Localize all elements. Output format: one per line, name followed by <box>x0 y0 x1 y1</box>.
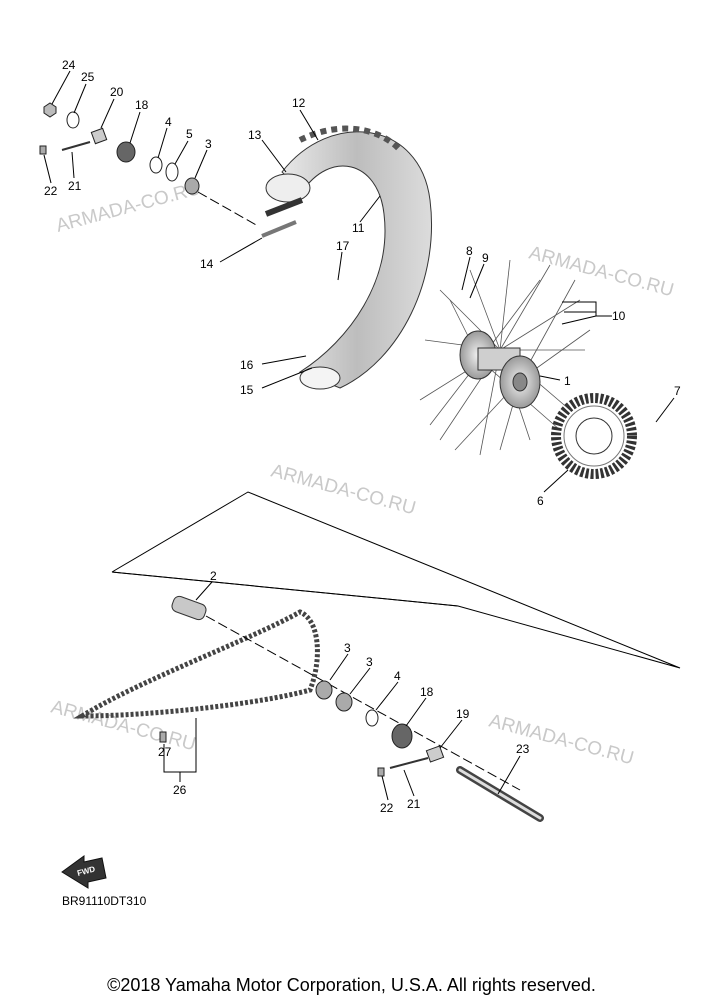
small-parts-upper <box>39 102 259 227</box>
callout-15: 15 <box>240 383 254 397</box>
callout-24: 24 <box>62 58 76 72</box>
watermark-2: ARMADA-CO.RU <box>527 243 676 302</box>
callout-13: 13 <box>248 128 262 142</box>
callout-22-upper: 22 <box>44 184 58 198</box>
assembly-frame <box>111 491 681 669</box>
callout-17: 17 <box>336 239 350 253</box>
callout-4-upper: 4 <box>165 115 172 129</box>
callout-21-upper: 21 <box>68 179 82 193</box>
watermark-5: ARMADA-CO.RU <box>487 711 636 770</box>
callout-18-lower: 18 <box>420 685 434 699</box>
callout-3-lower-b: 3 <box>366 655 373 669</box>
callout-1: 1 <box>564 374 571 388</box>
callout-2: 2 <box>210 569 217 583</box>
callout-27: 27 <box>158 745 172 759</box>
callout-20: 20 <box>110 85 124 99</box>
leader-lines <box>43 70 675 801</box>
callouts: 24 25 20 18 4 5 3 22 21 12 13 11 14 17 1… <box>44 58 681 815</box>
callout-14: 14 <box>200 257 214 271</box>
watermark-3: ARMADA-CO.RU <box>269 461 418 520</box>
diagram-code: BR91110DT310 <box>62 894 147 908</box>
callout-26: 26 <box>173 783 187 797</box>
small-parts-lower <box>159 615 544 822</box>
callout-16: 16 <box>240 358 254 372</box>
callout-19: 19 <box>456 707 470 721</box>
copyright-notice: ©2018 Yamaha Motor Corporation, U.S.A. A… <box>107 975 596 995</box>
callout-7: 7 <box>674 384 681 398</box>
chain <box>73 609 320 719</box>
callout-18-upper: 18 <box>135 98 149 112</box>
callout-23: 23 <box>516 742 530 756</box>
sprocket <box>551 393 637 479</box>
callout-8: 8 <box>466 244 473 258</box>
tire <box>261 125 432 390</box>
callout-4-lower: 4 <box>394 669 401 683</box>
callout-21-lower: 21 <box>407 797 421 811</box>
callout-3-upper: 3 <box>205 137 212 151</box>
collar <box>171 595 207 621</box>
callout-3-lower-a: 3 <box>344 641 351 655</box>
callout-12: 12 <box>292 96 306 110</box>
callout-11: 11 <box>352 221 365 235</box>
callout-9: 9 <box>482 251 489 265</box>
callout-6: 6 <box>537 494 544 508</box>
wheel-hub <box>419 259 591 456</box>
watermark-4: ARMADA-CO.RU <box>49 697 198 756</box>
callout-10: 10 <box>612 309 626 323</box>
callout-5: 5 <box>186 127 193 141</box>
fwd-arrow-icon: FWD <box>61 855 107 889</box>
callout-22-lower: 22 <box>380 801 394 815</box>
callout-25: 25 <box>81 70 95 84</box>
